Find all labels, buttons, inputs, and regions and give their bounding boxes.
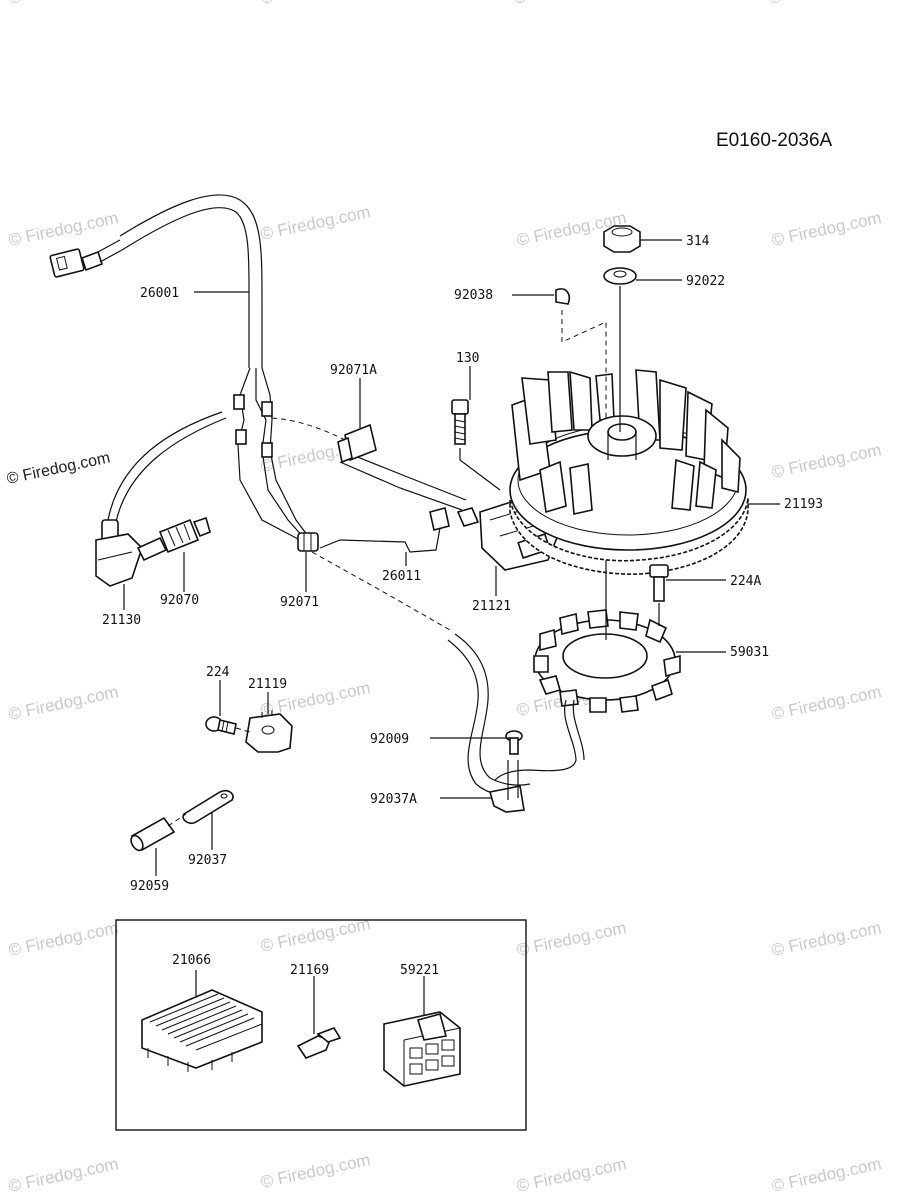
callout-224: 224 — [206, 665, 230, 680]
watermark: © Firedog.com — [770, 918, 883, 960]
callout-92038: 92038 — [454, 288, 493, 303]
inset-box — [115, 919, 527, 1131]
tube-92059 — [130, 816, 176, 852]
callout-314: 314 — [686, 234, 710, 249]
screw-224 — [205, 716, 237, 735]
callout-130: 130 — [456, 351, 479, 366]
callout-59031: 59031 — [730, 645, 769, 660]
flywheel-21193 — [509, 369, 749, 575]
watermark: © Firedog.com — [259, 0, 372, 8]
leader-dashed — [271, 417, 346, 441]
leader-dashed — [561, 310, 607, 420]
leader-dashed — [167, 813, 187, 827]
callout-59221: 59221 — [400, 963, 439, 978]
watermark: © Firedog.com — [770, 440, 883, 482]
callout-26011: 26011 — [382, 569, 421, 584]
leader-dashed — [235, 727, 251, 733]
callouts: 314 92022 92038 130 26001 92071A 21193 2… — [102, 234, 823, 978]
callout-92070: 92070 — [160, 593, 199, 608]
callout-26001: 26001 — [140, 286, 179, 301]
clamp-92071A — [337, 423, 377, 464]
ground-wire — [447, 639, 521, 796]
connector-59221 — [383, 1011, 461, 1087]
watermark: © Firedog.com — [7, 682, 120, 724]
callout-92022: 92022 — [686, 274, 725, 289]
screw-92009 — [505, 730, 523, 755]
spark-plug-cap-21130 — [95, 411, 227, 587]
leader-dashed — [311, 551, 451, 631]
watermark: © Firedog.com — [767, 0, 880, 8]
pickup-21119 — [245, 710, 293, 753]
callout-leaders — [123, 239, 780, 1034]
nut-314 — [603, 225, 641, 253]
band-92037 — [182, 789, 234, 825]
watermark: © Firedog.com — [7, 918, 120, 960]
callout-92071A: 92071A — [330, 363, 377, 378]
watermark: © Firedog.com — [259, 202, 372, 244]
callout-21193: 21193 — [784, 497, 823, 512]
watermark: © Firedog.com — [770, 682, 883, 724]
watermark-solid: © Firedog.com — [5, 449, 111, 487]
stator-59031 — [494, 609, 681, 781]
callout-92059: 92059 — [130, 879, 169, 894]
callout-21169: 21169 — [290, 963, 329, 978]
callout-92037: 92037 — [188, 853, 227, 868]
watermark: © Firedog.com — [512, 0, 625, 8]
bolt-224A — [649, 564, 669, 602]
watermark: © Firedog.com — [770, 1154, 883, 1196]
watermark: © Firedog.com — [259, 1150, 372, 1192]
watermarks: © Firedog.com © Firedog.com © Firedog.co… — [5, 0, 883, 1196]
leader — [459, 448, 501, 491]
watermark: © Firedog.com — [7, 208, 120, 250]
drawing-code: E0160-2036A — [716, 130, 833, 151]
watermark: © Firedog.com — [7, 0, 120, 8]
bolt-130 — [451, 399, 469, 445]
watermark: © Firedog.com — [7, 1154, 120, 1196]
key-92038 — [555, 288, 571, 305]
callout-92009: 92009 — [370, 732, 409, 747]
regulator-21066 — [141, 989, 263, 1072]
callout-224A: 224A — [730, 574, 761, 589]
wire-harness-26001 — [49, 194, 309, 541]
watermark: © Firedog.com — [515, 918, 628, 960]
callout-92071: 92071 — [280, 595, 319, 610]
callout-21119: 21119 — [248, 677, 287, 692]
spark-plug-92070 — [136, 516, 211, 562]
callout-21066: 21066 — [172, 953, 211, 968]
callout-21121: 21121 — [472, 599, 511, 614]
watermark: © Firedog.com — [770, 208, 883, 250]
band-92071 — [297, 532, 319, 552]
clamp-92037A — [488, 760, 525, 813]
callout-92037A: 92037A — [370, 792, 417, 807]
callout-21130: 21130 — [102, 613, 141, 628]
watermark: © Firedog.com — [515, 1154, 628, 1196]
terminal-21169 — [296, 1027, 342, 1059]
washer-92022 — [603, 267, 637, 285]
